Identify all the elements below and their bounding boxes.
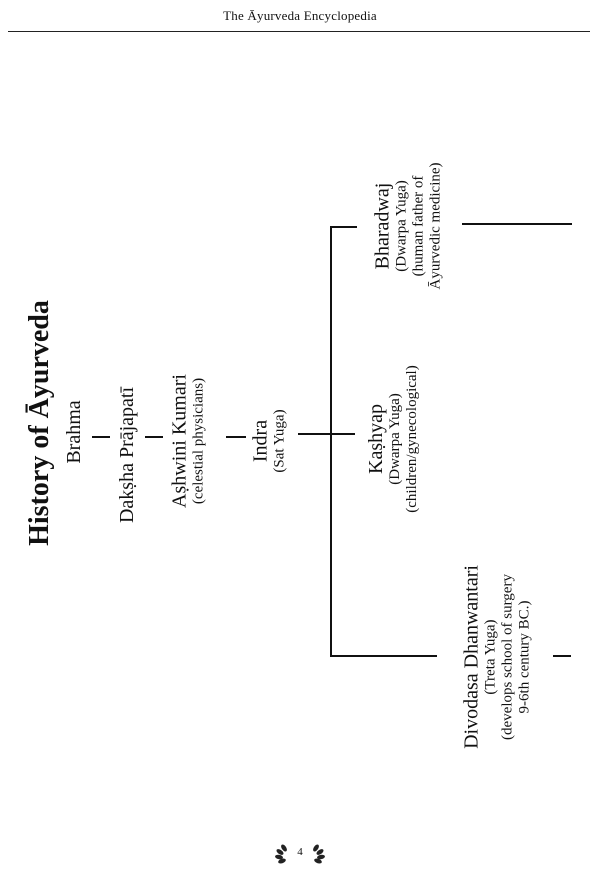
- page-number: 4: [297, 846, 303, 858]
- node-bharadwaj-note-era: (Dwarpa Yuga): [393, 180, 410, 272]
- node-bharadwaj: Bharadwaj (Dwarpa Yuga) (human father of…: [372, 162, 445, 289]
- node-kashyap-note-specialty: (children/gynecological): [404, 365, 420, 513]
- connector-daksha-ashwini: [145, 436, 163, 438]
- node-kashyap-note-era: (Dwarpa Yuga): [387, 393, 403, 485]
- node-bharadwaj-note-1: (human father of: [410, 175, 427, 277]
- node-daksha-name: Dakṣha Prājapatī: [116, 386, 138, 524]
- connector-indra-trunk: [298, 433, 331, 435]
- node-divodasa-name: Divodasa Dhanwantari: [460, 565, 483, 749]
- header-divider: [8, 31, 590, 32]
- diagram-title: History of Āyurveda: [24, 300, 55, 546]
- connector-branch-divodasa: [330, 655, 437, 657]
- page-footer: 4: [270, 840, 330, 866]
- connector-divodasa-continuation: [553, 655, 571, 657]
- node-bharadwaj-name: Bharadwaj: [371, 182, 394, 270]
- node-daksha: Dakṣha Prājapatī: [116, 387, 138, 523]
- node-brahma: Brahma: [63, 400, 85, 463]
- node-divodasa-note-2: 9-6th century BC.): [516, 600, 533, 714]
- running-header: The Āyurveda Encyclopedia: [223, 8, 377, 23]
- node-ashwini-name: Aṣhwini Kumari: [168, 374, 191, 508]
- node-ashwini-note: (celestial physicians): [190, 377, 207, 505]
- node-brahma-name: Brahma: [63, 400, 85, 464]
- connector-branch-kashyap: [330, 433, 355, 435]
- connector-branch-vertical: [330, 226, 332, 657]
- node-divodasa: Divodasa Dhanwantari (Treta Yuga) (devel…: [461, 565, 534, 749]
- node-ashwini: Aṣhwini Kumari (celestial physicians): [169, 374, 208, 508]
- node-divodasa-note-1: (develops school of surgery: [499, 574, 516, 740]
- connector-branch-bharadwaj: [330, 226, 357, 228]
- node-divodasa-note-era: (Treta Yuga): [482, 619, 499, 695]
- node-indra-name: Indra: [249, 419, 272, 463]
- connector-brahma-daksha: [92, 436, 110, 438]
- node-bharadwaj-note-2: Āyurvedic medicine): [427, 162, 444, 290]
- node-indra: Indra (Sat Yuga): [250, 409, 289, 472]
- connector-ashwini-indra: [226, 436, 246, 438]
- node-kashyap-name: Kaṣhyap: [365, 404, 387, 474]
- node-indra-note: (Sat Yuga): [271, 409, 288, 473]
- node-kashyap: Kaṣhyap (Dwarpa Yuga) (children/gynecolo…: [365, 365, 421, 512]
- laurel-icon: [275, 844, 325, 864]
- connector-bharadwaj-continuation: [462, 223, 572, 225]
